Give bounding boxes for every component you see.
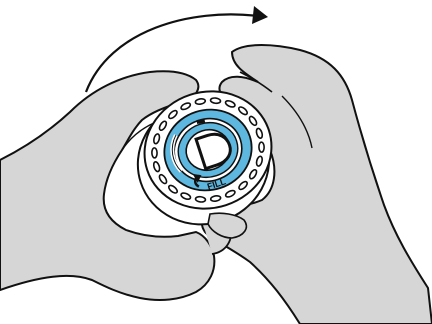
instruction-illustration: FILL xyxy=(0,0,432,324)
illustration-canvas: FILL xyxy=(0,0,432,324)
